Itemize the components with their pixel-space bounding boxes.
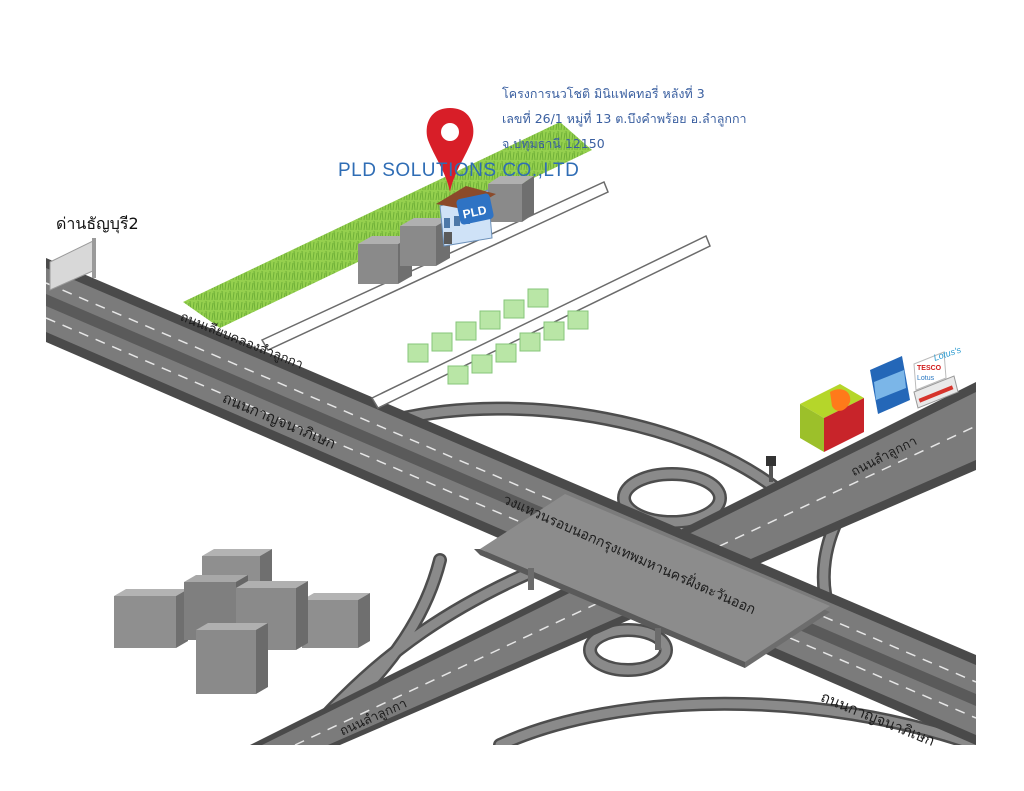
toll-barrier <box>49 238 96 291</box>
building-sign: PLD <box>461 203 488 222</box>
pld-factory-building: PLD <box>436 186 496 247</box>
address-line-2: เลขที่ 26/1 หมู่ที่ 13 ต.บึงคำพร้อย อ.ลำ… <box>502 111 747 126</box>
lotus-small-label: Lotus <box>917 375 935 382</box>
grass-field <box>183 122 592 328</box>
building-cluster <box>114 549 370 694</box>
tesco-label: TESCO <box>917 365 942 372</box>
factory-neighbor-blocks <box>358 176 534 284</box>
company-name: PLD SOLUTIONS CO.,LTD <box>338 160 580 181</box>
traffic-light-icon <box>766 456 776 482</box>
upper-ramp <box>388 401 797 507</box>
hedge-blocks <box>407 288 589 385</box>
cloverleaf-loops <box>583 467 727 677</box>
overpass-bridge <box>474 494 830 668</box>
location-pin-icon[interactable] <box>426 108 474 192</box>
toll-gate-label: ด่านธัญบุรี2 <box>56 214 139 233</box>
address-line-3: จ.ปทุมธานี 12150 <box>502 136 605 151</box>
address-line-1: โครงการนวโชติ มินิแฟคทอรี่ หลังที่ 3 <box>502 86 705 101</box>
lotus-top-label: Lotus's <box>932 344 962 362</box>
